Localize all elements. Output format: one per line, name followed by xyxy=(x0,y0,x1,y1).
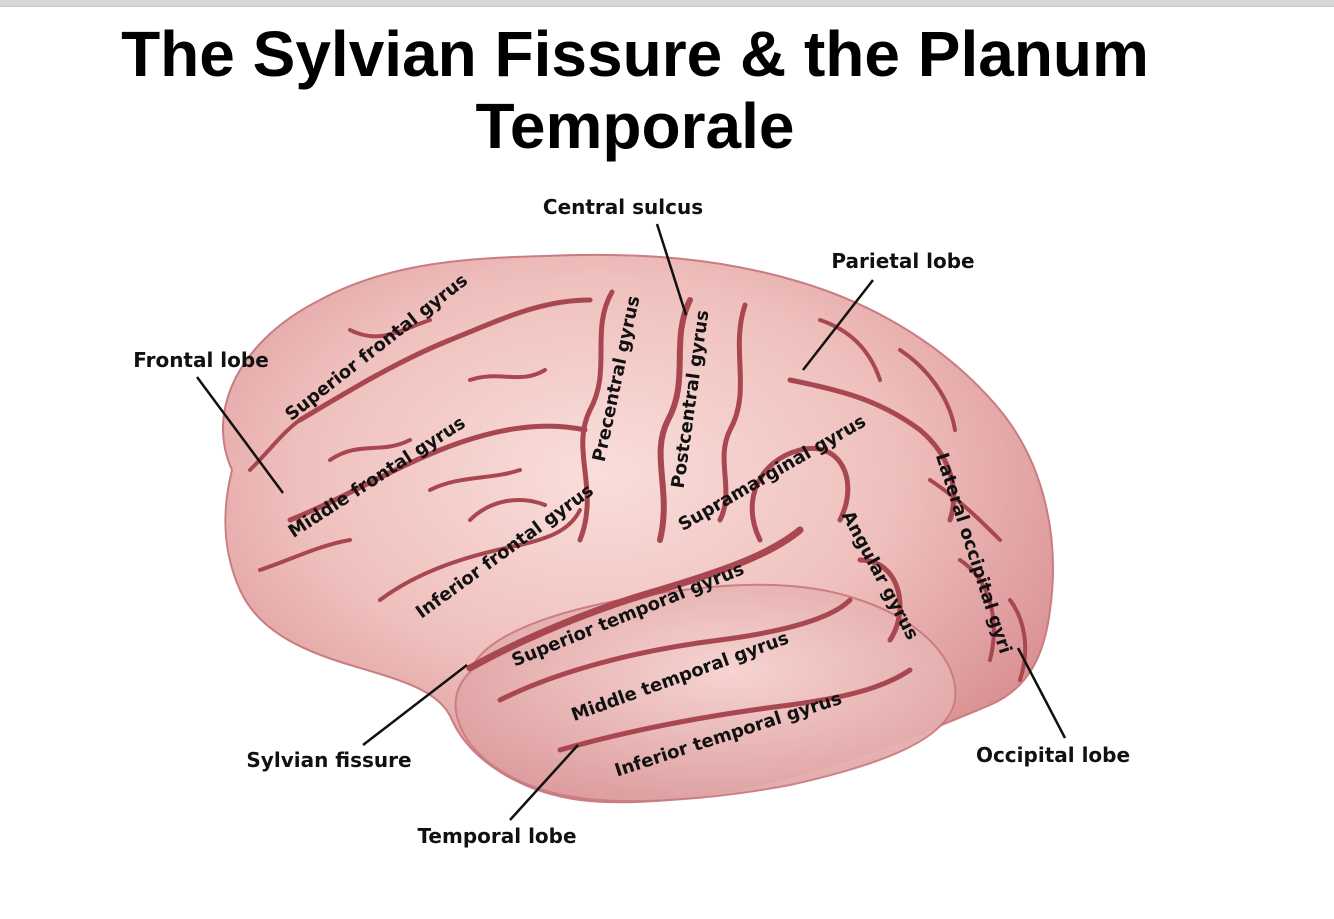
slide-title: The Sylvian Fissure & the Planum Tempora… xyxy=(40,18,1230,162)
label-temporal-lobe: Temporal lobe xyxy=(417,824,576,848)
leader-lines xyxy=(195,223,1067,821)
sulci xyxy=(248,289,1028,753)
window-top-border xyxy=(0,0,1334,7)
label-central-sulcus: Central sulcus xyxy=(543,195,703,219)
leader-occipital-lobe xyxy=(1016,647,1067,739)
leader-frontal-lobe xyxy=(195,376,285,494)
leader-central-sulcus xyxy=(655,223,688,316)
label-occipital-lobe: Occipital lobe xyxy=(976,743,1130,767)
title-line-1: The Sylvian Fissure & the Planum xyxy=(121,18,1149,90)
leader-temporal-lobe xyxy=(509,744,579,821)
label-frontal-lobe: Frontal lobe xyxy=(133,348,269,372)
brain-illustration xyxy=(222,253,1054,804)
label-parietal-lobe: Parietal lobe xyxy=(831,249,974,273)
title-line-2: Temporale xyxy=(475,90,795,162)
central-sulcus-line xyxy=(657,297,693,543)
leader-parietal-lobe xyxy=(802,279,874,371)
leader-sylvian-fissure xyxy=(362,664,468,746)
sylvian-fissure-line xyxy=(466,526,804,672)
label-sylvian-fissure: Sylvian fissure xyxy=(246,748,411,772)
